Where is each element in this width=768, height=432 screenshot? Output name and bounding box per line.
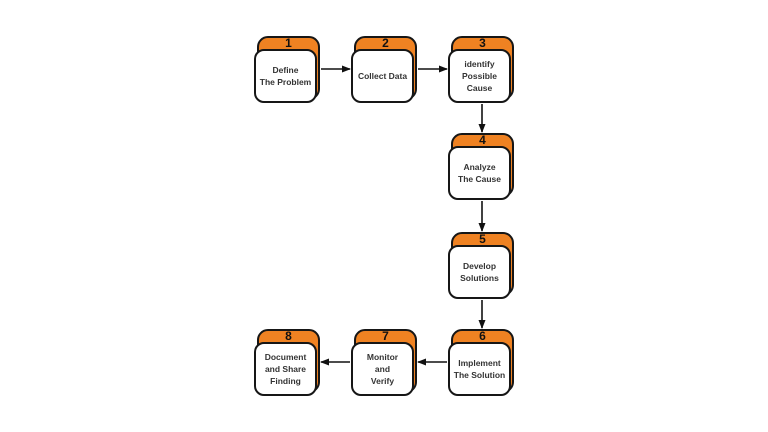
step-label: Document and Share Finding (264, 351, 307, 387)
step-label: Collect Data (357, 70, 408, 81)
step-body: Document and Share Finding (254, 342, 317, 396)
step-label: Implement The Solution (453, 357, 506, 380)
step-number: 5 (479, 232, 486, 246)
step-number: 6 (479, 329, 486, 343)
step-body: Implement The Solution (448, 342, 511, 396)
step-label: Monitor and Verify (366, 351, 399, 387)
step-3-identify-possible-cause: 3 identify Possible Cause (448, 36, 514, 103)
step-4-analyze-cause: 4 Analyze The Cause (448, 133, 514, 200)
step-number: 2 (382, 36, 389, 50)
step-5-develop-solutions: 5 Develop Solutions (448, 232, 514, 299)
step-body: Monitor and Verify (351, 342, 414, 396)
step-number: 1 (285, 36, 292, 50)
step-number: 3 (479, 36, 486, 50)
step-6-implement-solution: 6 Implement The Solution (448, 329, 514, 396)
step-7-monitor-verify: 7 Monitor and Verify (351, 329, 417, 396)
step-body: Collect Data (351, 49, 414, 103)
step-body: Analyze The Cause (448, 146, 511, 200)
step-number: 8 (285, 329, 292, 343)
step-2-collect-data: 2 Collect Data (351, 36, 417, 103)
step-8-document-share-finding: 8 Document and Share Finding (254, 329, 320, 396)
step-body: Develop Solutions (448, 245, 511, 299)
step-number: 4 (479, 133, 486, 147)
step-label: Define The Problem (259, 64, 312, 87)
step-label: Develop Solutions (460, 260, 499, 283)
step-label: Analyze The Cause (458, 161, 501, 184)
step-number: 7 (382, 329, 389, 343)
step-body: Define The Problem (254, 49, 317, 103)
step-label: identify Possible Cause (462, 58, 497, 94)
step-body: identify Possible Cause (448, 49, 511, 103)
step-1-define-problem: 1 Define The Problem (254, 36, 320, 103)
